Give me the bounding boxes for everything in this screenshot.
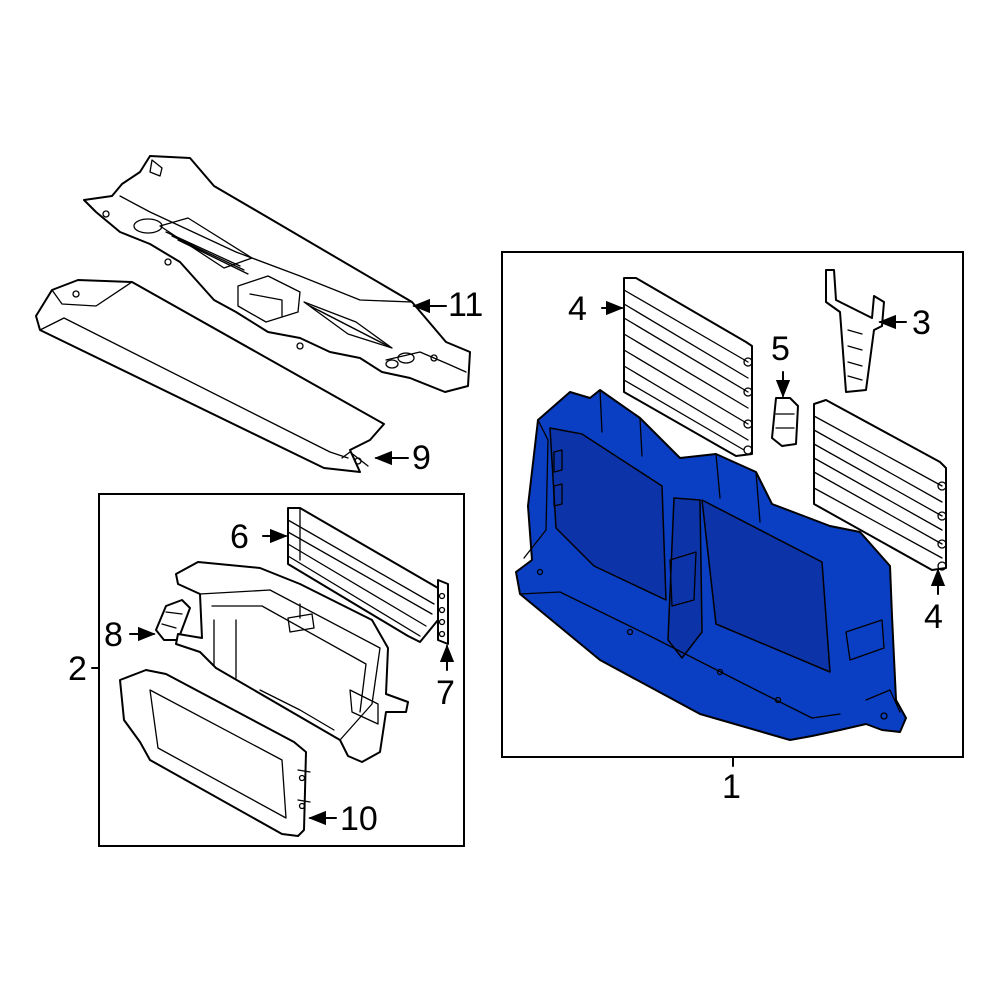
front-frame-part-10	[119, 669, 311, 837]
actuator-part-5	[771, 397, 799, 447]
callout-7: 7	[436, 674, 455, 712]
shutter-blades-part-6	[287, 507, 439, 643]
callout-4-top: 4	[568, 290, 587, 328]
deflector-panel-part-9	[35, 279, 385, 473]
callout-5: 5	[771, 330, 790, 368]
clip-part-8	[155, 599, 191, 641]
carrier-part-1	[515, 389, 907, 741]
rail-part-7	[437, 579, 449, 645]
assembly-2-frame	[98, 493, 465, 847]
leader-lines	[91, 298, 946, 826]
callout-9: 9	[412, 439, 431, 477]
callout-4-bottom: 4	[924, 598, 943, 636]
shutter-blades-part-4-bottom	[813, 399, 947, 571]
callout-2: 2	[68, 650, 87, 688]
callout-8: 8	[104, 616, 123, 654]
shutter-housing	[175, 561, 409, 763]
callout-6: 6	[230, 518, 249, 556]
callout-3: 3	[912, 304, 931, 342]
shutter-blades-part-4-top	[623, 277, 753, 457]
bracket-part-3	[825, 269, 885, 393]
callout-10: 10	[340, 800, 378, 838]
callout-1: 1	[722, 768, 741, 806]
callout-11: 11	[448, 286, 483, 324]
